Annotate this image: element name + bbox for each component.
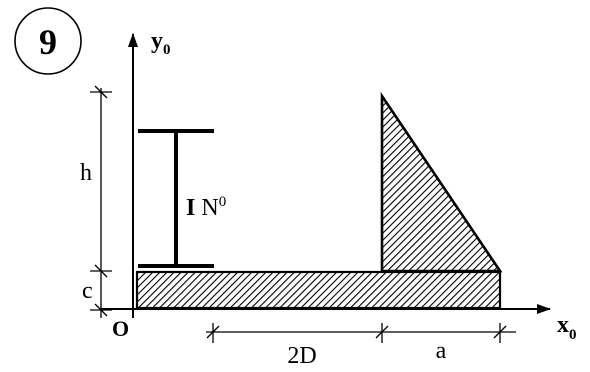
triangle-base-label: a [436,338,447,364]
section-label-name: N [201,195,218,221]
vertical-dimension [90,85,112,318]
y-axis-label: y0 [151,28,171,58]
y-axis-letter: y [151,28,163,54]
vertical-tick-top-slash [94,85,108,99]
horizontal-dimension [206,323,516,343]
i-beam-section [138,129,214,268]
hatched-triangle [380,91,503,273]
plate-thickness-label: c [82,278,93,304]
problem-number-badge: 9 [14,7,82,75]
problem-number: 9 [39,22,57,62]
section-label-superscript: 0 [219,194,227,210]
problem-number-circle [14,7,82,75]
x-axis-letter: x [557,312,569,338]
origin-label: O [112,316,129,341]
y-axis-subscript: 0 [163,42,171,58]
hatched-plate [135,270,502,310]
height-label: h [80,160,92,186]
section-label-prefix: I [186,195,195,221]
vertical-tick-bottom-slash [94,303,108,317]
horizontal-tick-right-slash [493,325,507,339]
horizontal-tick-left-slash [206,325,220,339]
x-axis-subscript: 0 [569,327,577,343]
x-axis-label: x0 [557,312,577,343]
offset-label: 2D [287,343,316,369]
horizontal-tick-mid-slash [375,325,389,339]
vertical-tick-mid-slash [94,264,108,278]
